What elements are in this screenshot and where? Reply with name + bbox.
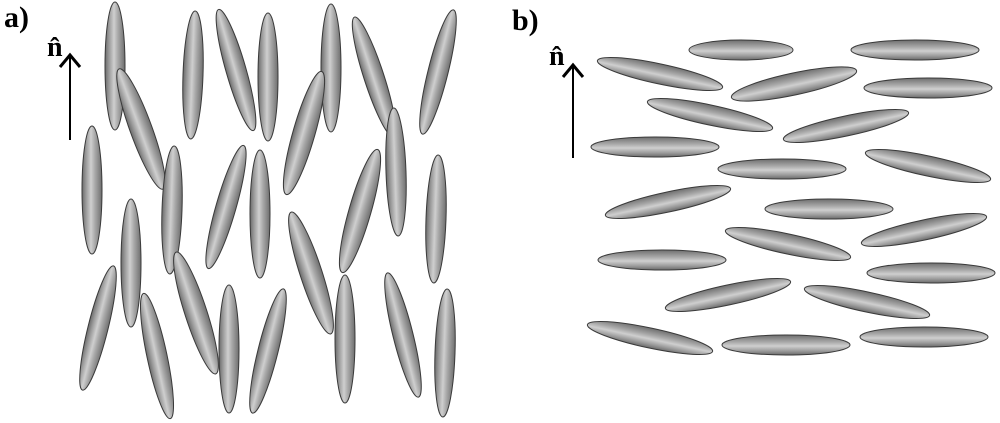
- panel-a-molecule: [116, 68, 166, 190]
- panel-b-molecule: [717, 158, 847, 180]
- panel-b-molecule: [859, 326, 989, 348]
- panel-a-molecule: [104, 1, 126, 131]
- panel-b-molecule: [724, 226, 852, 262]
- panel-b-molecule: [586, 320, 714, 356]
- panel-a-molecule: [215, 8, 257, 132]
- panel-a-molecules: [79, 1, 457, 420]
- panel-a-molecule: [288, 211, 334, 335]
- panel-b-molecule: [764, 198, 894, 220]
- panel-a-molecule: [139, 292, 175, 420]
- panel-a-molecule: [425, 154, 447, 284]
- panel-a-molecule: [257, 12, 279, 142]
- panel-a-molecule: [161, 145, 183, 275]
- panel-b-molecule: [721, 334, 851, 356]
- director-label-b: n̂: [549, 41, 565, 72]
- panel-a-label: a): [4, 1, 29, 34]
- panel-a-molecule: [173, 251, 219, 375]
- panel-b-label: b): [512, 4, 539, 37]
- panel-b-molecule: [803, 284, 931, 320]
- panel-b-molecule: [597, 249, 727, 271]
- panel-a-molecule: [384, 272, 422, 398]
- panel-b-molecule: [688, 39, 794, 61]
- panel-b-molecule: [590, 136, 720, 158]
- panel-a-molecule: [249, 288, 287, 414]
- panel-a-molecule: [385, 107, 407, 237]
- panel-a-molecule: [249, 149, 271, 279]
- panel-a-molecule: [334, 274, 356, 404]
- panel-b-molecules: [586, 39, 996, 356]
- panel-b-molecule: [866, 262, 996, 284]
- panel-b-molecule: [596, 56, 724, 92]
- panel-b-molecule: [604, 184, 732, 220]
- panel-a-molecule: [320, 3, 342, 133]
- panel-b-molecule: [850, 39, 980, 61]
- panel-b-molecule: [864, 148, 992, 184]
- panel-b-molecule: [860, 212, 988, 248]
- panel-b-molecule: [782, 108, 910, 144]
- panel-a-molecule: [81, 125, 103, 255]
- panel-a-molecule: [120, 198, 142, 328]
- panel-a-molecule: [282, 70, 326, 196]
- panel-a-molecule: [205, 144, 247, 270]
- panel-a-molecule: [434, 288, 456, 418]
- panel-b-molecule: [664, 277, 792, 313]
- panel-a-molecule: [218, 284, 240, 414]
- director-label-a: n̂: [47, 32, 63, 63]
- panel-a-molecule: [182, 10, 204, 140]
- panel-b-molecule: [863, 77, 993, 99]
- panel-a-molecule: [419, 9, 457, 135]
- panel-b-molecule: [646, 97, 774, 133]
- panel-a-molecule: [79, 265, 117, 391]
- panel-b-molecule: [730, 66, 858, 102]
- panel-a-molecule: [338, 148, 382, 274]
